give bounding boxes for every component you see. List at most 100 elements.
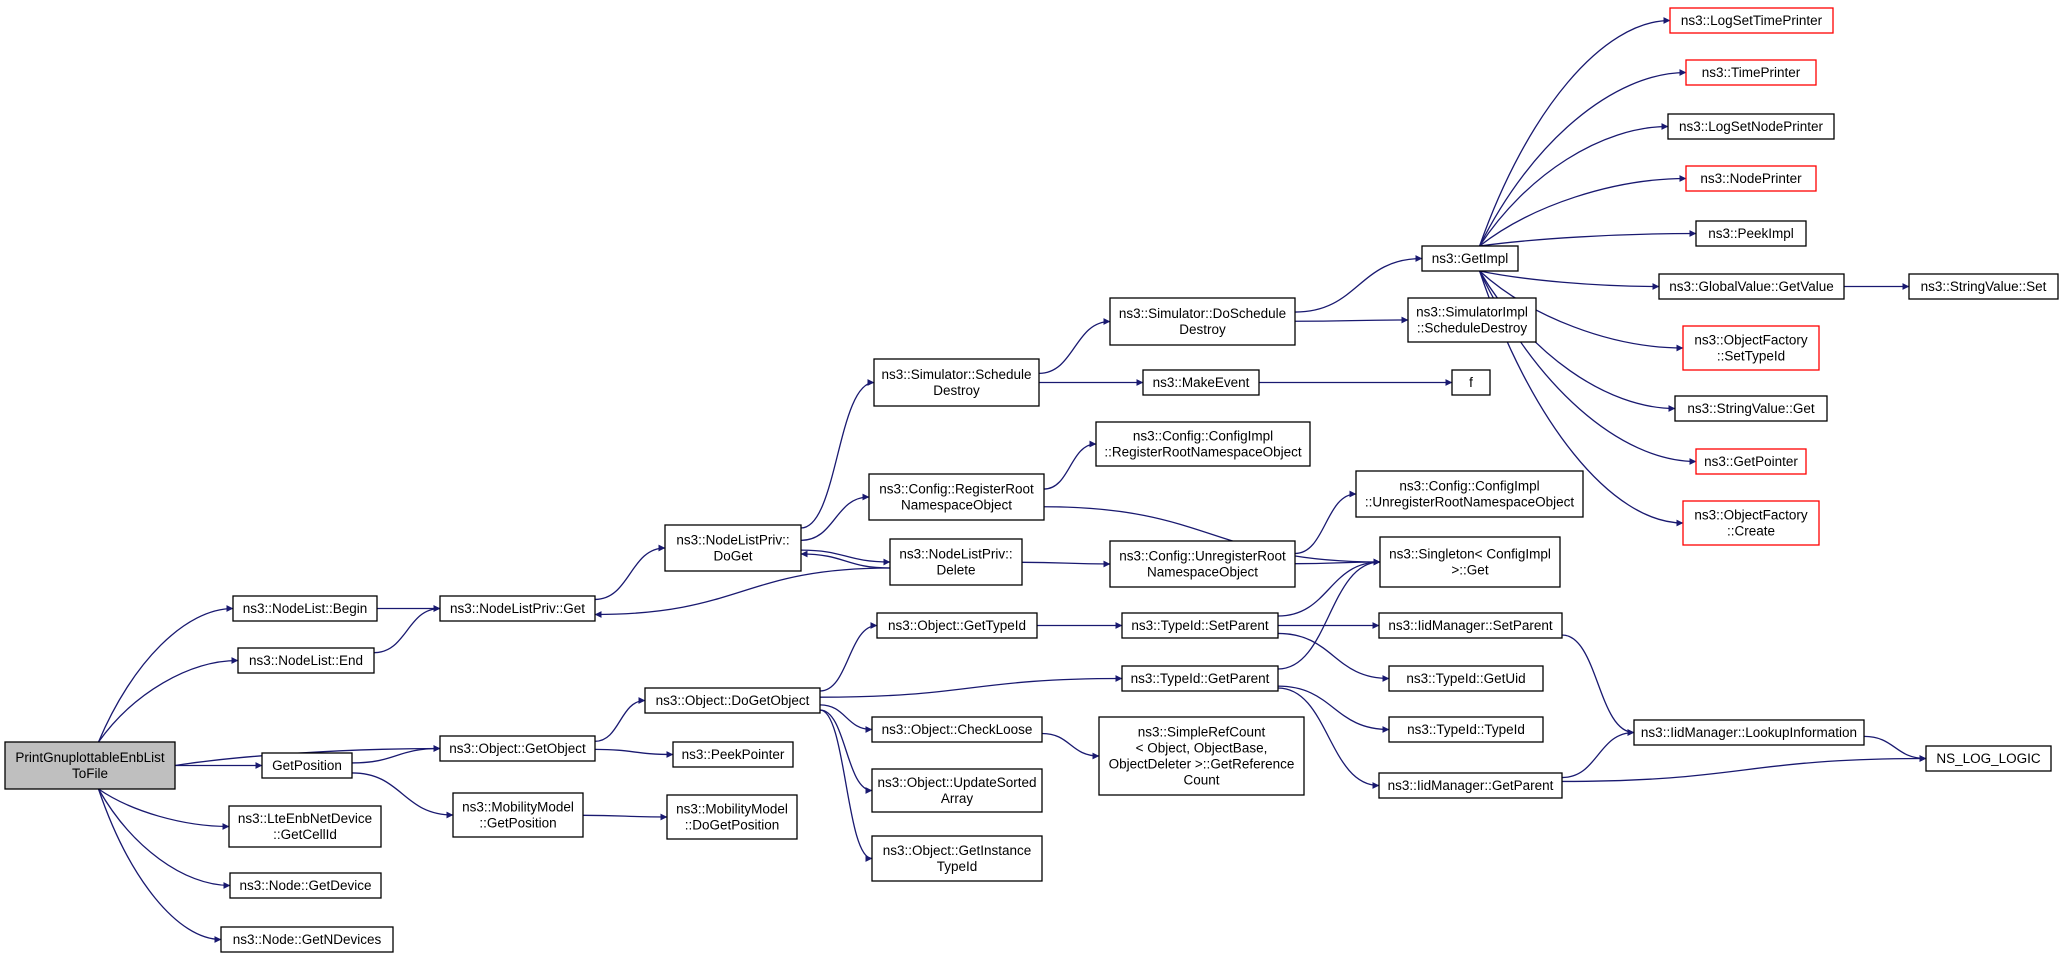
node-label: ns3::ObjectFactory xyxy=(1694,333,1808,348)
graph-node-obj-checkloose[interactable]: ns3::Object::CheckLoose xyxy=(871,716,1043,743)
edge-nlp-doget-to-cfg-registerroot xyxy=(800,493,870,541)
edge-sim-doscheduledestroy-to-simimpl-scheduledestroy xyxy=(1294,316,1409,324)
node-label: ns3::GetPointer xyxy=(1704,454,1798,469)
graph-node-nl-end[interactable]: ns3::NodeList::End xyxy=(237,647,375,674)
graph-node-typeid-getuid[interactable]: ns3::TypeId::GetUid xyxy=(1388,665,1544,692)
graph-edge xyxy=(1294,316,1409,324)
node-box xyxy=(876,612,1038,639)
edge-nlp-get-to-nlp-doget xyxy=(594,544,666,601)
node-label: Count xyxy=(1183,773,1219,788)
node-box xyxy=(439,735,596,762)
node-label: ns3::IidManager::SetParent xyxy=(1388,618,1553,633)
graph-edge xyxy=(98,788,230,830)
node-box xyxy=(1669,7,1834,34)
graph-node-nodeprinter[interactable]: ns3::NodePrinter xyxy=(1685,165,1817,192)
graph-edge xyxy=(1479,270,1660,290)
graph-node-obj-gettypeid[interactable]: ns3::Object::GetTypeId xyxy=(876,612,1038,639)
graph-node-nlp-get[interactable]: ns3::NodeListPriv::Get xyxy=(439,595,596,622)
node-label: ns3::Object::CheckLoose xyxy=(882,722,1033,737)
node-label: Delete xyxy=(936,563,975,578)
node-label: ::ScheduleDestroy xyxy=(1417,321,1528,336)
graph-node-cfg-registerroot[interactable]: ns3::Config::RegisterRootNamespaceObject xyxy=(868,473,1045,521)
node-label: ns3::TimePrinter xyxy=(1702,65,1801,80)
graph-node-simimpl-scheduledestroy[interactable]: ns3::SimulatorImpl::ScheduleDestroy xyxy=(1407,297,1537,343)
node-label: ns3::TypeId::TypeId xyxy=(1407,722,1525,737)
graph-node-typeid-getparent[interactable]: ns3::TypeId::GetParent xyxy=(1121,665,1279,692)
graph-node-gv-getvalue[interactable]: ns3::GlobalValue::GetValue xyxy=(1658,273,1845,300)
node-label: ::Create xyxy=(1727,524,1775,539)
graph-edge xyxy=(1277,685,1390,733)
graph-edge xyxy=(1277,558,1381,670)
graph-node-makeevent[interactable]: ns3::MakeEvent xyxy=(1142,369,1260,396)
graph-node-getposition[interactable]: GetPosition xyxy=(261,752,353,779)
node-box xyxy=(1674,395,1828,422)
node-box xyxy=(228,805,382,848)
graph-edge xyxy=(1294,490,1357,555)
graph-edge xyxy=(97,788,231,889)
graph-node-logsetnodeprinter[interactable]: ns3::LogSetNodePrinter xyxy=(1667,113,1835,140)
graph-node-singleton-get[interactable]: ns3::Singleton< ConfigImpl >::Get xyxy=(1379,536,1561,588)
graph-node-nl-begin[interactable]: ns3::NodeList::Begin xyxy=(232,595,378,622)
edge-typeid-setparent-to-singleton-get xyxy=(1277,558,1381,617)
node-label: ::UnregisterRootNamespaceObject xyxy=(1365,495,1575,510)
graph-node-peekimpl[interactable]: ns3::PeekImpl xyxy=(1695,220,1807,247)
node-label: ns3::Object::UpdateSorted xyxy=(877,775,1036,790)
graph-node-lte-getcellid[interactable]: ns3::LteEnbNetDevice::GetCellId xyxy=(228,805,382,848)
node-box xyxy=(1925,745,2052,772)
graph-node-stringvalue-set[interactable]: ns3::StringValue::Set xyxy=(1908,273,2059,300)
graph-node-peekpointer[interactable]: ns3::PeekPointer xyxy=(672,741,794,768)
graph-node-timeprinter[interactable]: ns3::TimePrinter xyxy=(1685,59,1817,86)
node-box xyxy=(871,768,1043,813)
graph-node-ns-log-logic[interactable]: NS_LOG_LOGIC xyxy=(1925,745,2052,772)
node-box xyxy=(261,752,353,779)
graph-node-getpointer[interactable]: ns3::GetPointer xyxy=(1695,448,1807,475)
graph-node-iid-lookup[interactable]: ns3::IidManager::LookupInformation xyxy=(1633,719,1865,746)
graph-node-typeid-typeid[interactable]: ns3::TypeId::TypeId xyxy=(1388,716,1544,743)
edge-root-to-node-getndevices xyxy=(97,788,222,943)
graph-node-mm-getposition[interactable]: ns3::MobilityModel::GetPosition xyxy=(452,792,584,838)
edge-mm-getposition-to-mm-dogetposition xyxy=(582,813,668,821)
graph-node-node-getdevice[interactable]: ns3::Node::GetDevice xyxy=(229,872,382,899)
node-label: f xyxy=(1469,375,1473,390)
node-label: ns3::LogSetNodePrinter xyxy=(1679,119,1824,134)
edge-obj-getobject-to-peekpointer xyxy=(594,748,674,758)
graph-node-node-getndevices[interactable]: ns3::Node::GetNDevices xyxy=(220,926,394,953)
node-label: NS_LOG_LOGIC xyxy=(1936,751,2041,766)
graph-node-nlp-delete[interactable]: ns3::NodeListPriv::Delete xyxy=(889,538,1023,586)
graph-edge xyxy=(1277,687,1380,789)
node-label: ns3::TypeId::GetUid xyxy=(1406,671,1525,686)
node-label: ns3::Object::DoGetObject xyxy=(656,693,810,708)
graph-node-getimpl[interactable]: ns3::GetImpl xyxy=(1421,245,1519,272)
node-box xyxy=(1658,273,1845,300)
graph-node-iid-setparent[interactable]: ns3::IidManager::SetParent xyxy=(1378,612,1563,639)
node-box xyxy=(1378,612,1563,639)
graph-node-cfgimpl-unregister[interactable]: ns3::Config::ConfigImpl::UnregisterRootN… xyxy=(1355,470,1584,518)
graph-node-simplerefcount[interactable]: ns3::SimpleRefCount< Object, ObjectBase,… xyxy=(1098,716,1305,796)
graph-node-nlp-doget[interactable]: ns3::NodeListPriv::DoGet xyxy=(664,524,802,572)
graph-node-iid-getparent[interactable]: ns3::IidManager::GetParent xyxy=(1378,772,1563,799)
graph-edge xyxy=(1561,729,1635,779)
graph-node-obj-getobject[interactable]: ns3::Object::GetObject xyxy=(439,735,596,762)
node-box xyxy=(871,716,1043,743)
graph-node-stringvalue-get[interactable]: ns3::StringValue::Get xyxy=(1674,395,1828,422)
graph-node-obj-dogetobject[interactable]: ns3::Object::DoGetObject xyxy=(644,687,821,714)
graph-node-typeid-setparent[interactable]: ns3::TypeId::SetParent xyxy=(1121,612,1279,639)
graph-node-of-create[interactable]: ns3::ObjectFactory::Create xyxy=(1682,500,1820,546)
graph-node-of-settypeid[interactable]: ns3::ObjectFactory::SetTypeId xyxy=(1682,325,1820,371)
node-label: ns3::IidManager::GetParent xyxy=(1388,778,1554,793)
node-label: ns3::Singleton< ConfigImpl xyxy=(1389,547,1551,562)
node-box xyxy=(1421,245,1519,272)
node-label: ns3::MakeEvent xyxy=(1153,375,1250,390)
graph-node-sim-scheduledestroy[interactable]: ns3::Simulator::ScheduleDestroy xyxy=(873,358,1040,407)
graph-node-cfg-unregisterroot[interactable]: ns3::Config::UnregisterRootNamespaceObje… xyxy=(1109,540,1296,588)
graph-node-f[interactable]: f xyxy=(1451,369,1491,396)
node-label: ns3::Simulator::Schedule xyxy=(881,367,1031,382)
graph-node-logsettimeprinter[interactable]: ns3::LogSetTimePrinter xyxy=(1669,7,1834,34)
graph-node-mm-dogetposition[interactable]: ns3::MobilityModel::DoGetPosition xyxy=(666,794,798,840)
graph-edge xyxy=(1479,270,1684,352)
graph-node-cfgimpl-register[interactable]: ns3::Config::ConfigImpl::RegisterRootNam… xyxy=(1095,421,1311,467)
